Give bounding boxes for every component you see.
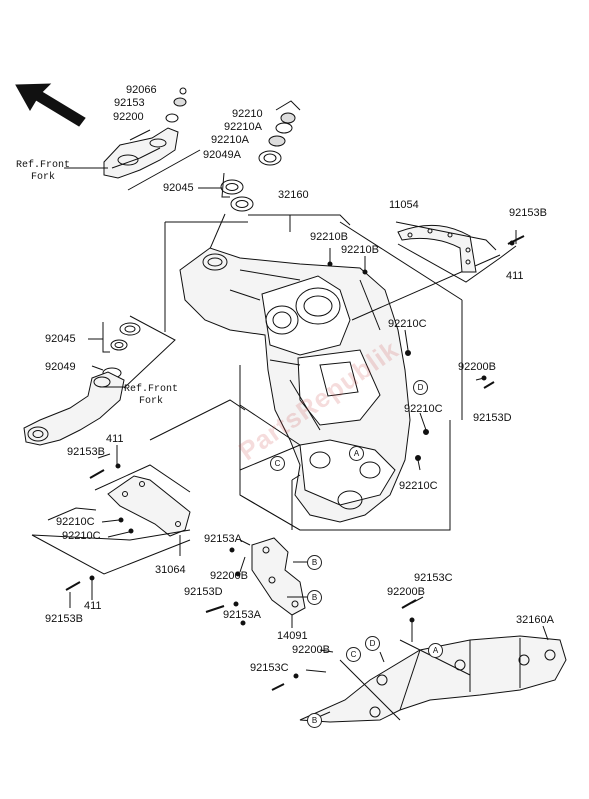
upper-triple-clamp xyxy=(103,127,179,179)
callout-92210c-4: 92210C xyxy=(56,516,95,528)
marker-b-bracket-1: B xyxy=(307,555,322,570)
cap-92066 xyxy=(179,87,187,95)
callout-92210c-1: 92210C xyxy=(388,318,427,330)
callout-92210c-3: 92210C xyxy=(399,480,438,492)
callout-92049a: 92049A xyxy=(203,149,241,161)
upper-bearing xyxy=(220,179,254,212)
lower-triple-clamp xyxy=(23,371,125,446)
callout-92153: 92153 xyxy=(114,97,145,109)
bracket-14091 xyxy=(251,537,306,616)
callout-92210a-2: 92210A xyxy=(211,134,249,146)
callout-32160: 32160 xyxy=(278,189,309,201)
nut-92153 xyxy=(173,97,187,107)
rear-subframe-32160a xyxy=(299,635,567,723)
callout-411-b: 411 xyxy=(84,600,102,612)
marker-b-subframe: B xyxy=(307,713,322,728)
callout-92200b-m2: 92200B xyxy=(387,586,425,598)
callout-92153a-2: 92153A xyxy=(223,609,261,621)
callout-11054: 11054 xyxy=(389,199,419,211)
front-arrow-icon xyxy=(15,83,86,127)
marker-a-subframe: A xyxy=(428,643,443,658)
steering-nuts xyxy=(258,112,296,166)
bracket-31064 xyxy=(107,475,191,537)
callout-92200b-m: 92200B xyxy=(210,570,248,582)
callout-92210c-2: 92210C xyxy=(404,403,443,415)
engine-bracket-11054 xyxy=(397,224,477,273)
callout-92210c-5: 92210C xyxy=(62,530,101,542)
marker-a-frame: A xyxy=(349,446,364,461)
callout-92200b-r: 92200B xyxy=(458,361,496,373)
callout-92153d-m: 92153D xyxy=(184,586,223,598)
marker-c-frame: C xyxy=(270,456,285,471)
ref-front-fork-top: Ref.Front Fork xyxy=(16,160,71,183)
bolt-92153b-bottom xyxy=(65,575,95,591)
callout-92153c-2: 92153C xyxy=(250,662,289,674)
marker-c-subframe: C xyxy=(346,647,361,662)
bolt-92153b-left xyxy=(89,463,121,479)
callout-92210b-2: 92210B xyxy=(341,244,379,256)
bolt-92153c-rear xyxy=(401,599,417,623)
callout-92200b-b: 92200B xyxy=(292,644,330,656)
main-frame xyxy=(179,247,429,523)
callout-411-l: 411 xyxy=(106,433,124,445)
guide-line xyxy=(127,149,201,191)
callout-92200: 92200 xyxy=(113,111,144,123)
marker-d-subframe: D xyxy=(365,636,380,651)
marker-b-bracket-2: B xyxy=(307,590,322,605)
callout-92153c-1: 92153C xyxy=(414,572,453,584)
callout-92045-mid: 92045 xyxy=(45,333,76,345)
callout-92153b-tr: 92153B xyxy=(509,207,547,219)
callout-411-tr: 411 xyxy=(506,270,524,282)
marker-d-frame: D xyxy=(413,380,428,395)
callout-92210a-1: 92210A xyxy=(224,121,262,133)
callout-92045-top: 92045 xyxy=(163,182,194,194)
ref-front-fork-mid: Ref.Front Fork xyxy=(124,384,179,407)
callout-92153d-r: 92153D xyxy=(473,412,512,424)
callout-92153b-l: 92153B xyxy=(67,446,105,458)
callout-92210: 92210 xyxy=(232,108,263,120)
callout-92049: 92049 xyxy=(45,361,76,373)
callout-14091: 14091 xyxy=(277,630,308,642)
callout-31064: 31064 xyxy=(155,564,186,576)
lower-stem-bearings xyxy=(102,322,141,379)
washer-92200 xyxy=(165,113,179,123)
callout-92153a-1: 92153A xyxy=(204,533,242,545)
callout-92153b-b: 92153B xyxy=(45,613,83,625)
callout-32160a: 32160A xyxy=(516,614,554,626)
callout-92066: 92066 xyxy=(126,84,157,96)
callout-92210b-1: 92210B xyxy=(310,231,348,243)
bolt-92153c-rear-2 xyxy=(271,673,299,691)
